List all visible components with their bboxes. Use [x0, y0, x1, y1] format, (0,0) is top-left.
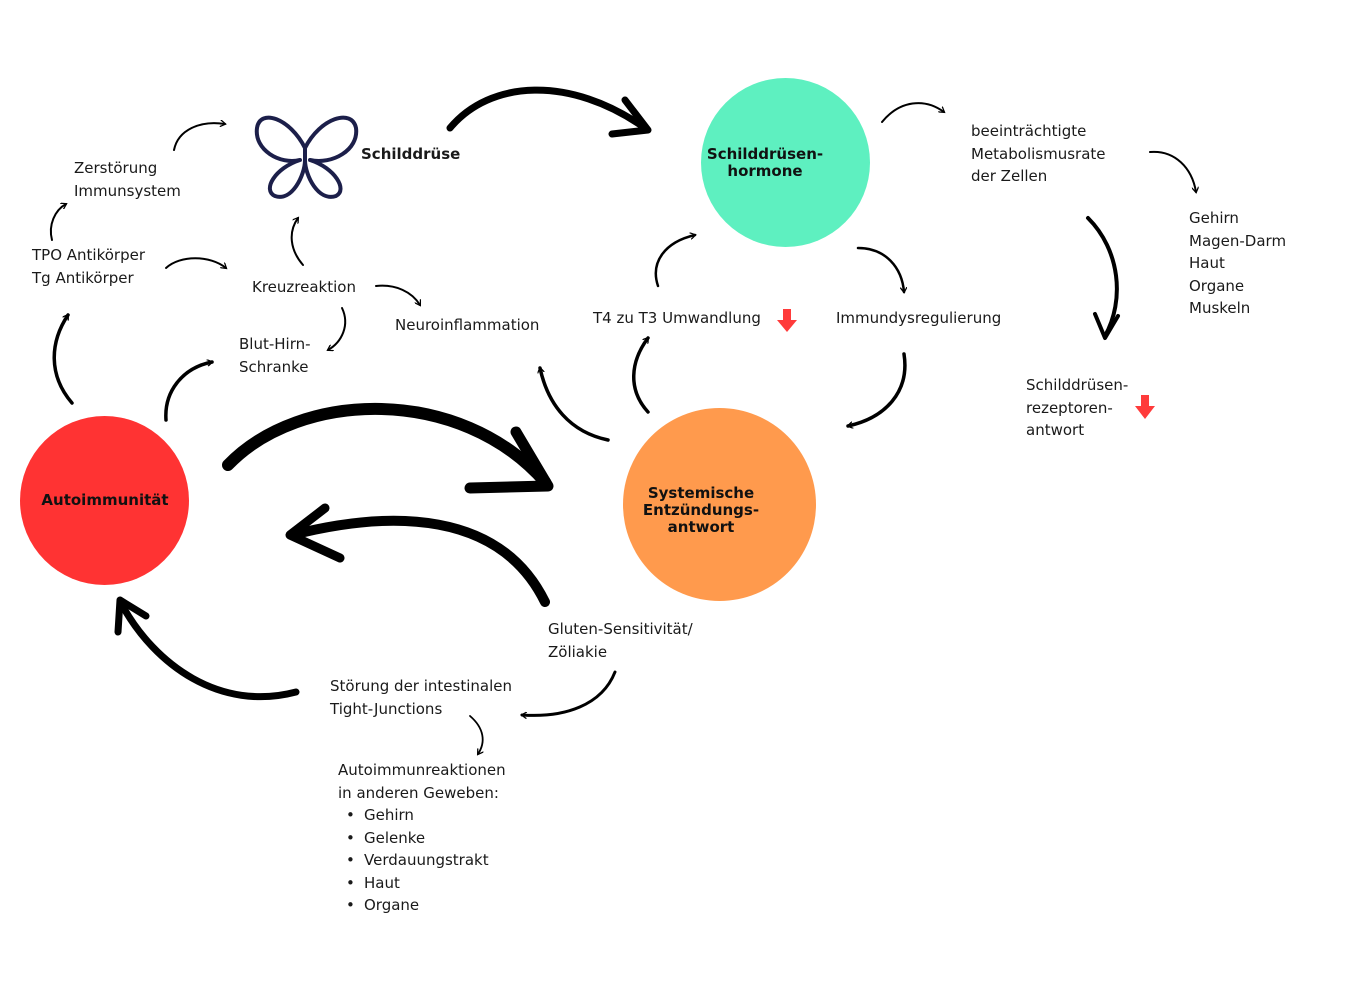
label-immune-destruction: Zerstörung Immunsystem: [74, 159, 181, 200]
node-inflammation-label: Systemische Entzündungs- antwort: [642, 484, 760, 536]
node-thyroid-hormones: [701, 78, 870, 247]
arrow-inflammation-to-t4t3: [632, 336, 650, 414]
node-inflammation: [623, 408, 816, 601]
label-metabolism: beeinträchtigte Metabolismusrate der Zel…: [971, 122, 1106, 185]
red-down-arrow-icon: [777, 309, 797, 332]
list-item: Gehirn: [346, 804, 489, 827]
arrow-antibodies-to-destruction: [49, 204, 66, 241]
label-blood-brain-barrier: Blut-Hirn- Schranke: [239, 335, 311, 376]
node-thyroid-hormones-label: Schilddrüsen- hormone: [706, 145, 824, 180]
arrow-gluten-to-autoimmunity: [287, 515, 550, 607]
label-immune-dysregulation: Immundysregulierung: [836, 309, 1002, 327]
tissue-list: Gehirn Gelenke Verdauungstrakt Haut Orga…: [346, 804, 489, 917]
list-item: Organe: [346, 894, 489, 917]
red-down-arrow-icon: [1135, 395, 1155, 419]
arrow-cross-to-thyroid: [290, 218, 304, 266]
arrow-gluten-to-junctions: [522, 670, 617, 715]
arrow-autoimmunity-to-antibodies: [52, 313, 74, 405]
label-thyroid: Schilddrüse: [361, 145, 461, 163]
label-tight-junctions: Störung der intestinalen Tight-Junctions: [330, 677, 512, 718]
arrow-cross-to-neuro: [375, 284, 420, 305]
arrow-destruction-to-thyroid: [173, 123, 225, 151]
arrow-hormones-to-metabolism: [881, 102, 944, 123]
label-autoimmune-reactions: Autoimmunreaktionen in anderen Geweben:: [338, 761, 506, 802]
list-item: Haut: [346, 872, 489, 895]
label-gluten: Gluten-Sensitivität/ Zöliakie: [548, 620, 693, 661]
arrow-antibodies-to-cross: [165, 257, 226, 268]
label-cross-reaction: Kreuzreaktion: [252, 278, 356, 296]
label-neuroinflammation: Neuroinflammation: [395, 316, 540, 334]
arrow-autoimmunity-to-bloodbrain: [164, 362, 212, 422]
label-antibodies: TPO Antikörper Tg Antikörper: [32, 246, 146, 287]
arrow-metabolism-to-organs: [1149, 150, 1196, 192]
arrow-autoimmunity-to-inflammation: [222, 403, 551, 488]
arrow-dysregulation-to-inflammation: [848, 352, 907, 426]
arrow-metabolism-down: [1086, 216, 1119, 338]
arrow-inflammation-to-neuro: [540, 368, 610, 442]
node-autoimmunity: [20, 416, 189, 585]
butterfly-icon: [254, 115, 359, 199]
node-autoimmunity-label: Autoimmunität: [41, 491, 169, 509]
list-item: Gelenke: [346, 827, 489, 850]
arrow-cross-to-bloodbrain: [328, 307, 347, 350]
arrow-junctions-to-autoimmunity: [118, 601, 300, 701]
list-item: Verdauungstrakt: [346, 849, 489, 872]
label-organs: Gehirn Magen-Darm Haut Organe Muskeln: [1189, 209, 1287, 317]
arrow-t4t3-to-hormones: [654, 235, 695, 288]
label-receptor-response: Schilddrüsen- rezeptoren- antwort: [1026, 376, 1129, 439]
arrow-junctions-to-reactions: [469, 715, 483, 754]
label-t4-t3: T4 zu T3 Umwandlung: [593, 309, 761, 327]
arrow-hormones-to-dysregulation: [856, 246, 904, 292]
arrow-thyroid-to-hormones: [446, 86, 649, 132]
